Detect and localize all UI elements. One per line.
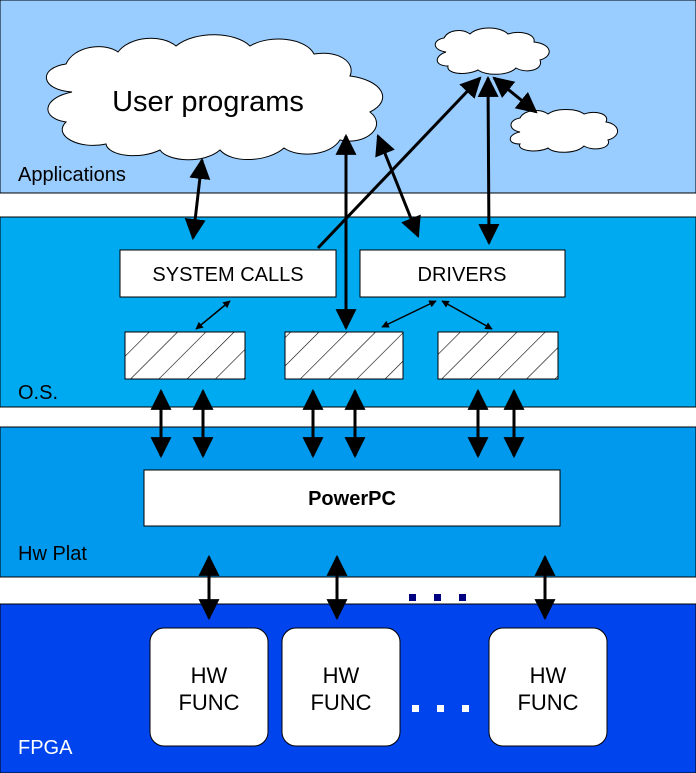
- system-calls-label: SYSTEM CALLS: [152, 264, 303, 286]
- hw-func-box-1: [149, 627, 269, 747]
- powerpc-label: PowerPC: [308, 488, 396, 510]
- user-programs-cloud: [46, 34, 384, 161]
- drivers-label: DRIVERS: [418, 264, 507, 286]
- arrow-systemcalls-smallcloud: [316, 76, 482, 250]
- hatched-module-2: [284, 331, 404, 380]
- hw-func-3-line1: HW: [530, 663, 567, 688]
- small-cloud-top: [434, 27, 550, 75]
- user-programs-label: User programs: [112, 86, 304, 118]
- fpga-label: FPGA: [18, 737, 73, 759]
- os-label: O.S.: [18, 382, 58, 404]
- arrow-cloud-drivers: [375, 134, 421, 238]
- hatched-module-1: [124, 331, 246, 380]
- applications-label: Applications: [18, 164, 126, 186]
- hw-func-2-line1: HW: [323, 663, 360, 688]
- arrow-smallcloud-smallcloud: [492, 76, 538, 114]
- hw-func-1-line2: FUNC: [178, 690, 239, 715]
- hw-func-2-line2: FUNC: [310, 690, 371, 715]
- powerpc-box: [143, 469, 561, 527]
- hw-func-box-2: [281, 627, 401, 747]
- arrow-smallcloud-drivers: [477, 75, 500, 246]
- ellipsis-dots-lower: [412, 705, 469, 712]
- hw-func-box-3: [488, 627, 608, 747]
- arrow-cloud-systemcalls: [184, 157, 211, 241]
- arrow-drivers-hatched2: [381, 300, 437, 328]
- hw-plat-label: Hw Plat: [18, 543, 87, 565]
- arrow-systemcalls-hatched1: [195, 300, 231, 330]
- arrow-drivers-hatched3: [441, 300, 493, 330]
- hw-func-1-line1: HW: [191, 663, 228, 688]
- small-cloud-right: [509, 109, 618, 153]
- hw-func-3-line2: FUNC: [517, 690, 578, 715]
- ellipsis-dots-upper: [409, 594, 466, 601]
- hatched-module-3: [437, 331, 559, 380]
- drivers-box: [359, 249, 566, 298]
